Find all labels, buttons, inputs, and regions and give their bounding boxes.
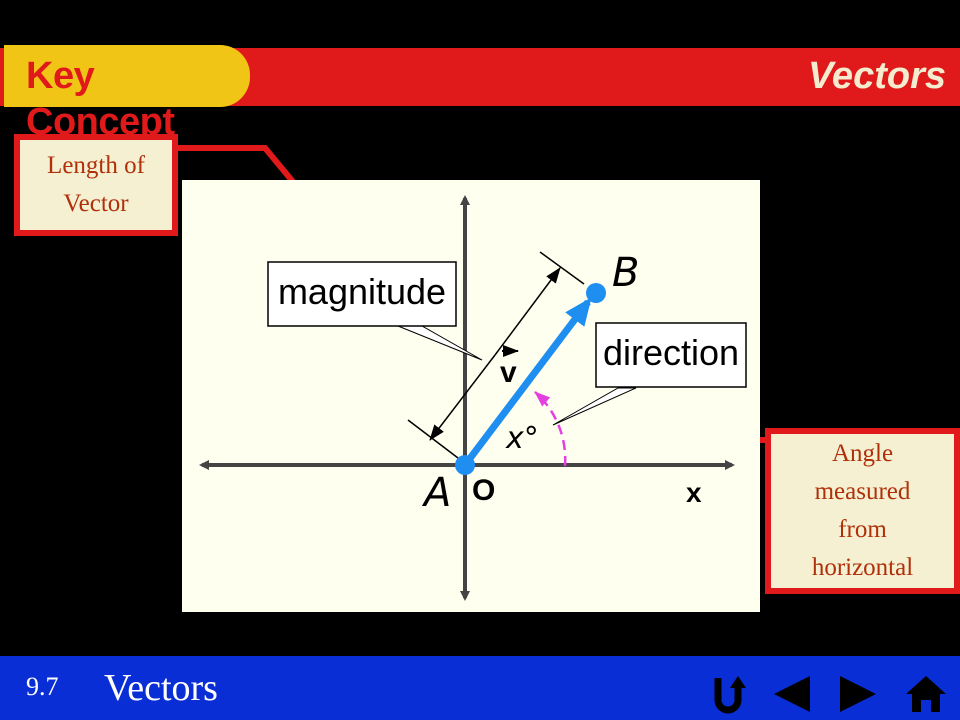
header-topic: Vectors <box>808 55 946 97</box>
magnitude-dimension-up <box>494 267 561 356</box>
section-title: Vectors <box>104 667 218 709</box>
point-a-label: A <box>421 470 451 516</box>
callout-length-of-vector: Length of Vector <box>14 134 178 236</box>
origin-label: O <box>472 474 495 507</box>
angle-arc <box>534 391 567 467</box>
section-number: 9.7 <box>26 672 59 701</box>
magnitude-label-box <box>267 261 457 327</box>
magnitude-dimension-down <box>429 354 496 441</box>
direction-label: direction <box>603 332 739 373</box>
x-axis-label: x <box>686 477 702 508</box>
magnitude-label: magnitude <box>278 271 446 312</box>
figure-panel <box>182 180 760 612</box>
previous-icon[interactable] <box>770 674 814 714</box>
slide-footer: 9.7 Vectors <box>0 656 960 720</box>
vector-v <box>462 297 592 468</box>
point-a-dot <box>455 455 475 475</box>
return-icon[interactable] <box>708 674 752 714</box>
vector-v-label: v <box>500 356 517 389</box>
magnitude-extension-top <box>539 251 585 285</box>
direction-pointer <box>552 387 637 426</box>
angle-label: x° <box>505 421 539 456</box>
next-icon[interactable] <box>836 674 880 714</box>
point-b-dot <box>586 283 606 303</box>
home-icon[interactable] <box>904 674 948 714</box>
callout-angle-measured: Angle measured from horizontal <box>765 428 960 594</box>
point-b-label: B <box>612 250 639 296</box>
direction-label-box <box>595 322 747 388</box>
slide-header: Key Concept Vectors <box>0 45 960 143</box>
